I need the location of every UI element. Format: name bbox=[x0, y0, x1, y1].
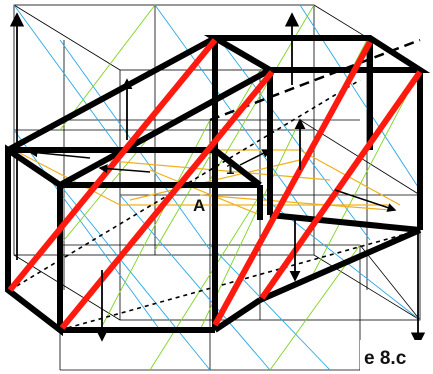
arrow-right-small-2 bbox=[240, 150, 270, 165]
figure-caption: e 8.c bbox=[364, 348, 407, 369]
point-1-label: 1 bbox=[226, 161, 234, 178]
point-a-label: A bbox=[193, 196, 205, 215]
arrow-right-small bbox=[335, 190, 395, 210]
